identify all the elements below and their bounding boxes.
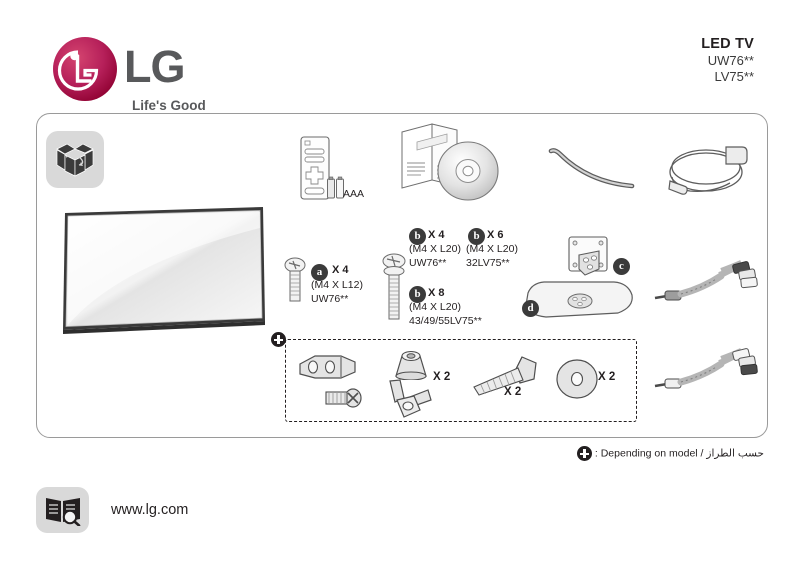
model-line-2: LV75** — [714, 69, 754, 84]
mount-screw — [320, 386, 364, 415]
manuals-and-cd — [399, 118, 504, 208]
flat-washer-qty: X 2 — [598, 371, 616, 383]
screw-a-spec: (M4 X L12) — [311, 279, 363, 291]
lg-logo: LG Life's Good — [52, 36, 232, 116]
manual-chip — [36, 487, 89, 533]
model-line-1: UW76** — [707, 52, 754, 68]
screw-b-illustration — [381, 252, 407, 329]
open-box-icon — [56, 143, 94, 177]
book-magnifier-icon — [45, 498, 80, 526]
power-cord — [660, 143, 756, 206]
cone-nut — [390, 350, 432, 385]
screw-b1-spec: (M4 X L20) — [409, 243, 461, 255]
cone-nut-qty: X 2 — [433, 371, 451, 383]
led-tv-panel — [60, 204, 270, 344]
plus-circle-icon — [271, 332, 286, 347]
cable-tie — [548, 146, 638, 201]
av-adapter-cable-1 — [651, 258, 771, 317]
badge-b-1: b — [409, 228, 426, 245]
optional-parts-region — [285, 339, 637, 422]
screw-b3-model: 43/49/55LV75** — [409, 315, 482, 327]
screw-b3-qty: X 8 — [428, 287, 445, 299]
flat-washer — [554, 358, 600, 405]
badge-c: c — [613, 258, 630, 275]
website-block[interactable]: www.lg.com — [36, 487, 188, 533]
wall-mount-bracket — [297, 352, 359, 389]
plus-circle-icon-footer — [576, 446, 592, 461]
wing-nut — [384, 378, 434, 425]
screw-a-illustration — [283, 256, 307, 313]
screw-b2-spec: (M4 X L20) — [466, 243, 518, 255]
mount-bolt — [470, 355, 542, 402]
package-chip — [46, 131, 104, 188]
badge-a: a — [311, 264, 328, 281]
remote-control — [300, 136, 334, 205]
screw-a-model: UW76** — [311, 293, 349, 305]
page-title: LED TV — [701, 36, 754, 52]
model-block: LED TV UW76** LV75** — [701, 36, 754, 86]
badge-b-2: b — [468, 228, 485, 245]
screw-a-qty: X 4 — [332, 264, 349, 276]
website-url[interactable]: www.lg.com — [111, 502, 189, 518]
battery-label: AAA — [343, 188, 365, 200]
av-adapter-cable-2 — [651, 344, 771, 403]
optional-marker-icon — [271, 331, 286, 349]
depending-note-text: : Depending on model / حسب الطراز — [594, 447, 764, 460]
stand-bracket — [563, 235, 615, 292]
depending-on-model-note: : Depending on model / حسب الطراز — [576, 446, 764, 461]
lg-wordmark: LG — [124, 41, 185, 92]
screw-b2-model: 32LV75** — [466, 257, 510, 269]
screw-b2-qty: X 6 — [487, 229, 504, 241]
badge-d: d — [522, 300, 539, 317]
lg-tagline: Life's Good — [132, 98, 206, 113]
screw-b1-model: UW76** — [409, 257, 447, 269]
badge-b-3: b — [409, 286, 426, 303]
screw-b1-qty: X 4 — [428, 229, 445, 241]
lg-circle-mark — [53, 37, 117, 101]
aaa-batteries — [326, 176, 346, 205]
screw-b3-spec: (M4 X L20) — [409, 301, 461, 313]
mount-bolt-qty: X 2 — [504, 386, 522, 398]
